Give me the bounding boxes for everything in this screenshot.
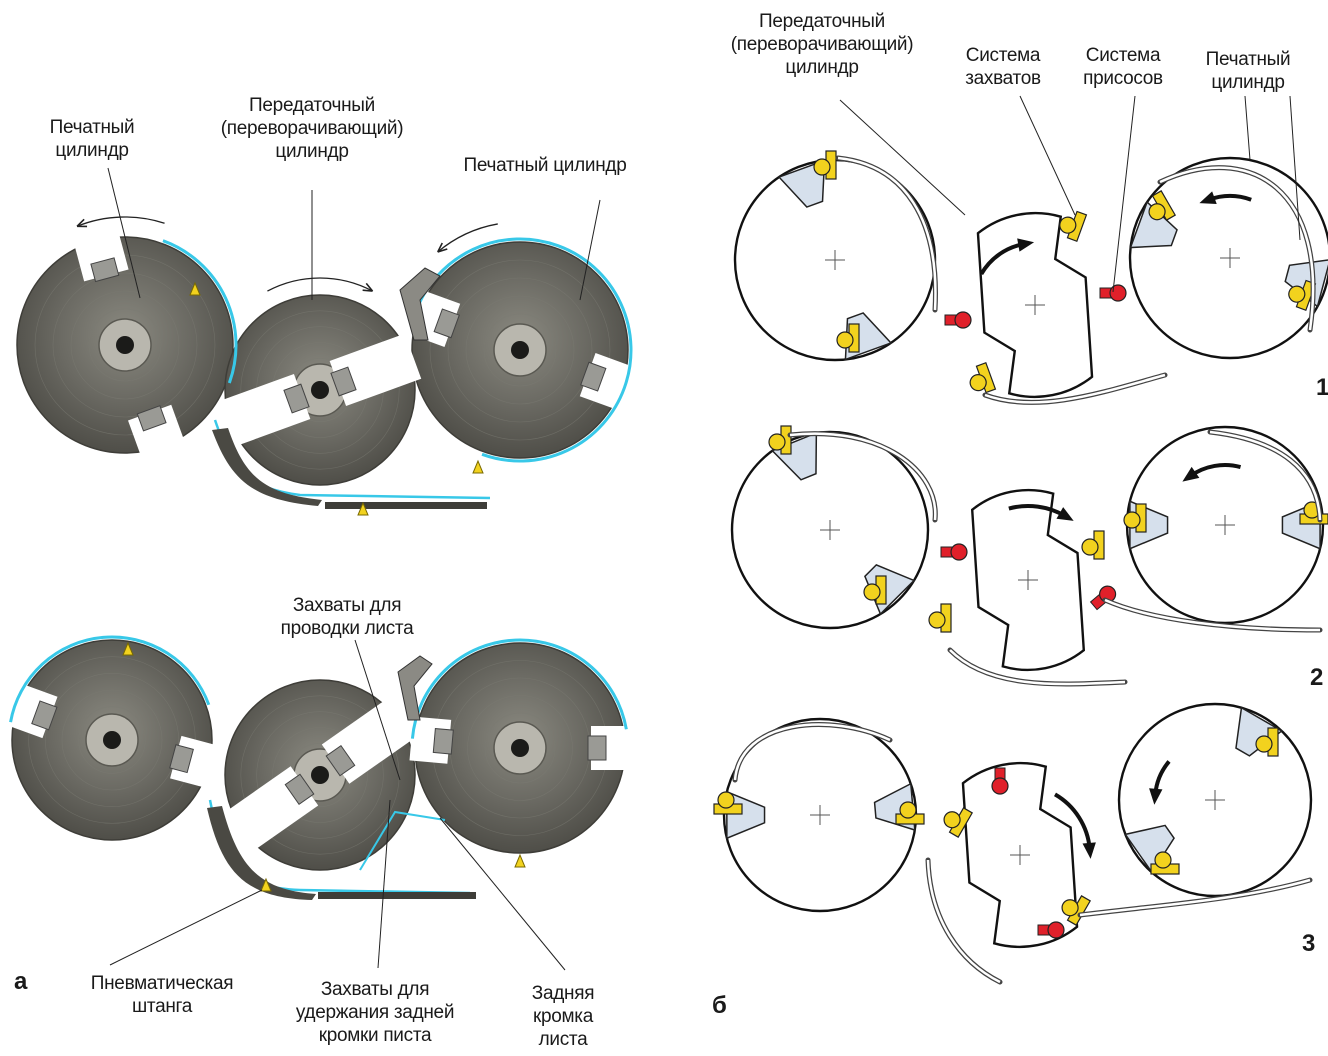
- b-leader-impression-1: [1245, 96, 1250, 160]
- label-a-tail-edge: Задняя кромка листа: [532, 982, 594, 1051]
- gripper-roller: [1256, 736, 1272, 752]
- s1-grip-4: [965, 363, 995, 397]
- hub-hole: [511, 341, 529, 359]
- step-1: [735, 151, 1328, 402]
- gripper-roller: [1155, 852, 1171, 868]
- step-number-1: 1: [1316, 374, 1328, 402]
- a-top-arrow-middle: [267, 278, 372, 291]
- a-top-marker-2: [473, 461, 483, 473]
- s2-suction-1: [941, 544, 967, 560]
- label-a-transfer-cylinder: Передаточный (переворачивающий) цилиндр: [221, 94, 403, 163]
- gripper-block: [588, 736, 606, 760]
- hub-hole: [511, 739, 529, 757]
- label-b-suction-system: Система присосов: [1083, 44, 1163, 90]
- suction-cup: [955, 312, 971, 328]
- s1-suction-2: [1100, 285, 1126, 301]
- gripper-roller: [814, 159, 830, 175]
- step-3: [714, 704, 1311, 982]
- gripper-block: [433, 729, 453, 754]
- a-top-right-cylinder: [412, 242, 628, 458]
- b-leader-gripper: [1020, 96, 1075, 215]
- hub-hole: [103, 731, 121, 749]
- gripper-roller: [1124, 512, 1140, 528]
- a-bottom-marker-2: [515, 855, 525, 867]
- a-bottom-guide-bar: [318, 892, 476, 899]
- label-a-right-cylinder: Печатный цилиндр: [464, 154, 627, 177]
- step-number-3: 3: [1302, 930, 1315, 958]
- step-2: [732, 426, 1328, 684]
- label-b-impression-cylinder: Печатный цилиндр: [1206, 48, 1291, 94]
- suction-cup: [1048, 922, 1064, 938]
- s3-arrow-transfer-head: [1083, 842, 1096, 859]
- suction-cup: [951, 544, 967, 560]
- gripper-roller: [900, 802, 916, 818]
- s2-grip-3: [1082, 531, 1104, 559]
- gripper-roller: [718, 792, 734, 808]
- label-a-left-cylinder: Печатный цилиндр: [50, 116, 135, 162]
- panel-b-marker: б: [712, 992, 727, 1020]
- label-a-pneumatic-bar: Пневматическая штанга: [91, 972, 233, 1018]
- label-a-sheet-grippers: Захваты для проводки листа: [281, 594, 414, 640]
- a-leader-pneumatic: [110, 890, 262, 965]
- hub-hole: [311, 766, 329, 784]
- step-number-2: 2: [1310, 664, 1323, 692]
- gripper-roller: [929, 612, 945, 628]
- s1-grip-3: [1056, 207, 1086, 241]
- gripper-roller: [837, 332, 853, 348]
- hub-hole: [116, 336, 134, 354]
- a-top-guide-bar: [325, 502, 487, 509]
- s2-grip-4: [929, 604, 951, 632]
- gripper-roller: [769, 434, 785, 450]
- suction-cup: [992, 778, 1008, 794]
- s1-suction-1: [945, 312, 971, 328]
- label-b-transfer-cylinder: Передаточный (переворачивающий) цилиндр: [731, 10, 913, 79]
- label-a-tail-grippers: Захваты для удержания задней кромки пиcт…: [296, 978, 454, 1047]
- gripper-roller: [864, 584, 880, 600]
- hub-hole: [311, 381, 329, 399]
- gripper-roller: [1082, 539, 1098, 555]
- panel-a-artwork: [7, 168, 633, 970]
- panel-b-artwork: [714, 96, 1328, 982]
- s2-suction-2: [1089, 583, 1119, 612]
- panel-a-marker: а: [14, 968, 27, 996]
- label-b-gripper-system: Система захватов: [965, 44, 1041, 90]
- suction-cup: [1110, 285, 1126, 301]
